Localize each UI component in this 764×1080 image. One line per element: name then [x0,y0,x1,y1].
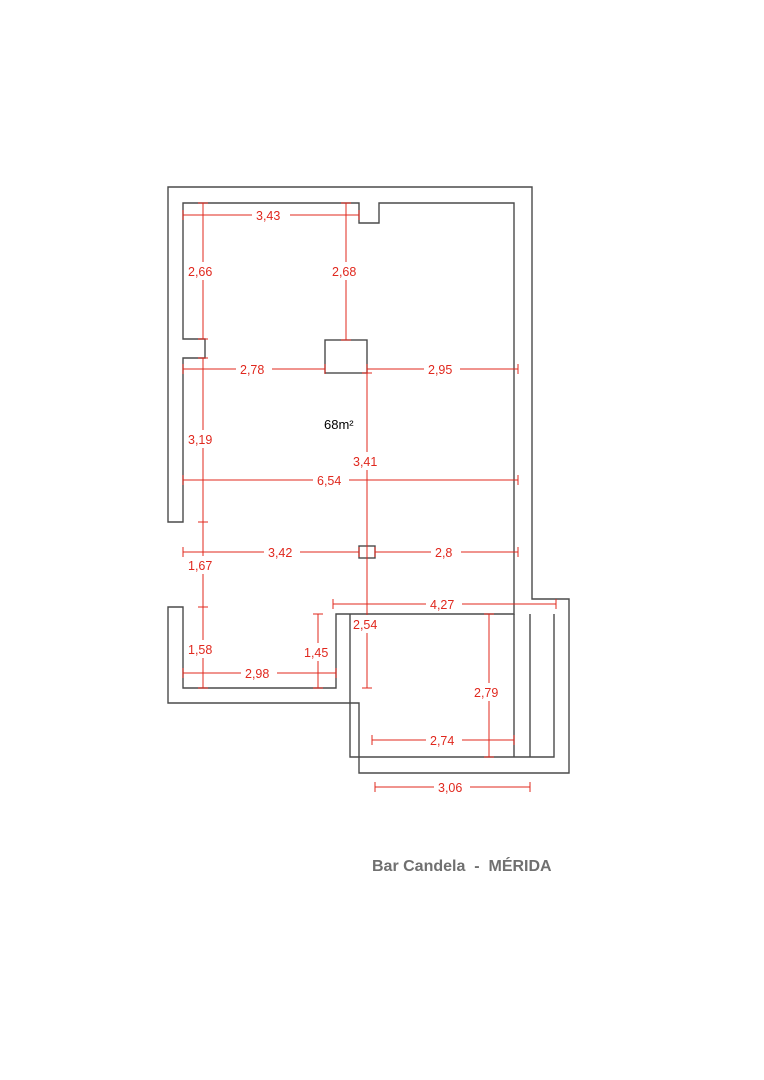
label-bar-inner-width: 2,74 [430,734,454,748]
caption-city: MÉRIDA [488,858,552,875]
label-full-width: 6,54 [317,474,341,488]
label-center-upper-height: 2,68 [332,265,356,279]
dimension-ticks [182,202,557,792]
label-center-mid-height: 3,41 [353,455,377,469]
label-bar-height: 2,79 [474,686,498,700]
label-bottom-width: 3,06 [438,781,462,795]
label-top-width: 3,43 [256,209,280,223]
label-left-upper-height: 2,66 [188,265,212,279]
label-mid-left-width: 2,78 [240,363,264,377]
label-lower-right-width: 2,8 [435,546,452,560]
label-left-lower-height: 1,67 [188,559,212,573]
dimension-labels: 3,43 2,66 2,68 2,78 2,95 3,19 3,41 6,54 … [186,206,506,796]
column [324,339,368,374]
caption-name: Bar Candela [372,858,466,875]
label-center-lower-height: 2,54 [353,618,377,632]
caption-separator: - [474,858,480,875]
label-bottom-left-width: 2,98 [245,667,269,681]
label-small-height: 1,45 [304,646,328,660]
label-left-mid-height: 3,19 [188,433,212,447]
area-label: 68m² [324,417,354,432]
label-lower-left-width: 3,42 [268,546,292,560]
label-bar-width: 4,27 [430,598,454,612]
interior-wall [349,614,555,758]
plan-caption: Bar Candela - MÉRIDA [372,858,552,876]
label-bottom-left-height: 1,58 [188,643,212,657]
label-mid-right-width: 2,95 [428,363,452,377]
